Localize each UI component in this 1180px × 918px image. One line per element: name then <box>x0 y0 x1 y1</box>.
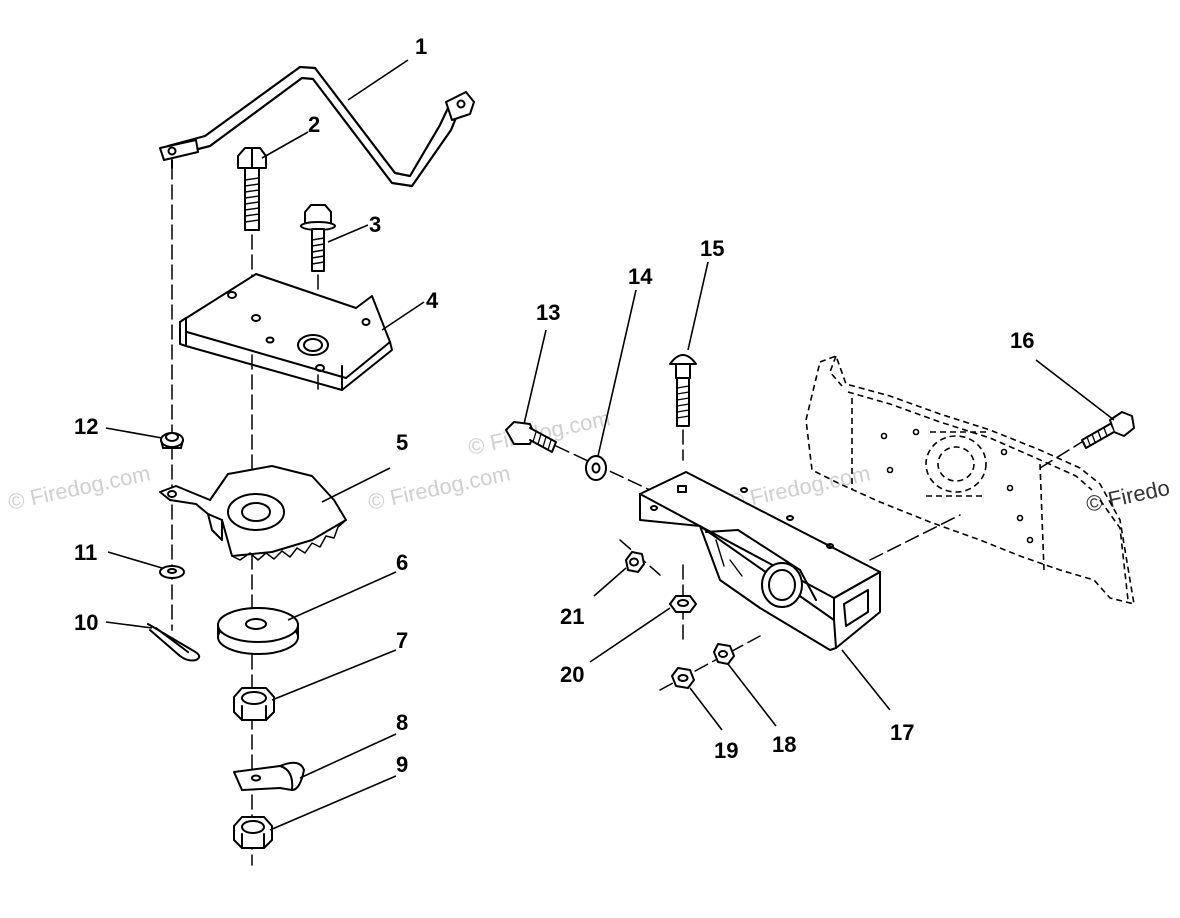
callout-4: 4 <box>426 288 439 313</box>
part-16-bolt <box>1081 411 1135 449</box>
part-17-axle-bracket <box>639 471 881 651</box>
part-10-cotter-pin <box>147 623 201 662</box>
part-5-gear-sector <box>159 465 347 561</box>
callout-18: 18 <box>772 732 796 757</box>
callout-9: 9 <box>396 752 408 777</box>
callout-17: 17 <box>890 720 914 745</box>
part-4-mounting-bracket <box>179 273 393 391</box>
callout-5: 5 <box>396 430 408 455</box>
part-21-nut <box>625 551 645 573</box>
callout-8: 8 <box>396 710 408 735</box>
callout-16: 16 <box>1010 328 1034 353</box>
part-1-shift-rod <box>159 65 475 188</box>
callout-7: 7 <box>396 628 408 653</box>
callout-2: 2 <box>308 112 320 137</box>
callout-12: 12 <box>74 414 98 439</box>
part-19-nut <box>671 667 695 689</box>
part-8-clip <box>233 761 305 791</box>
assembly-axis-line <box>869 514 961 561</box>
assembly-axis-line <box>659 635 761 691</box>
watermark-text: © Firedo <box>1084 475 1172 517</box>
callout-6: 6 <box>396 550 408 575</box>
part-9-hex-nut <box>233 816 273 849</box>
part-6-spacer <box>217 607 299 655</box>
callout-20: 20 <box>560 662 584 687</box>
part-13-hex-bolt <box>505 421 557 453</box>
assembly-axis-line <box>1039 439 1086 469</box>
callout-3: 3 <box>369 212 381 237</box>
part-12-bushing <box>160 432 184 449</box>
part-7-hex-nut <box>233 687 275 721</box>
callout-11: 11 <box>74 540 97 565</box>
callouts: 1 2 3 4 5 6 7 8 9 10 11 12 13 14 15 16 1… <box>74 34 1034 777</box>
callout-21: 21 <box>560 604 584 629</box>
watermark-text: © Firedog.com <box>6 460 153 515</box>
part-20-nut <box>669 595 697 613</box>
reference-frame-rail <box>805 355 1135 605</box>
leader-lines <box>105 59 1115 831</box>
part-18-nut <box>713 643 735 665</box>
callout-15: 15 <box>700 236 724 261</box>
part-2-hex-bolt <box>237 147 267 231</box>
part-11-washer <box>159 565 185 579</box>
part-15-carriage-bolt <box>669 354 697 427</box>
callout-19: 19 <box>714 738 738 763</box>
callout-10: 10 <box>74 610 98 635</box>
part-14-washer <box>585 455 607 481</box>
part-3-flange-bolt <box>300 204 336 272</box>
callout-13: 13 <box>536 300 560 325</box>
callout-14: 14 <box>628 264 653 289</box>
callout-1: 1 <box>415 34 427 59</box>
